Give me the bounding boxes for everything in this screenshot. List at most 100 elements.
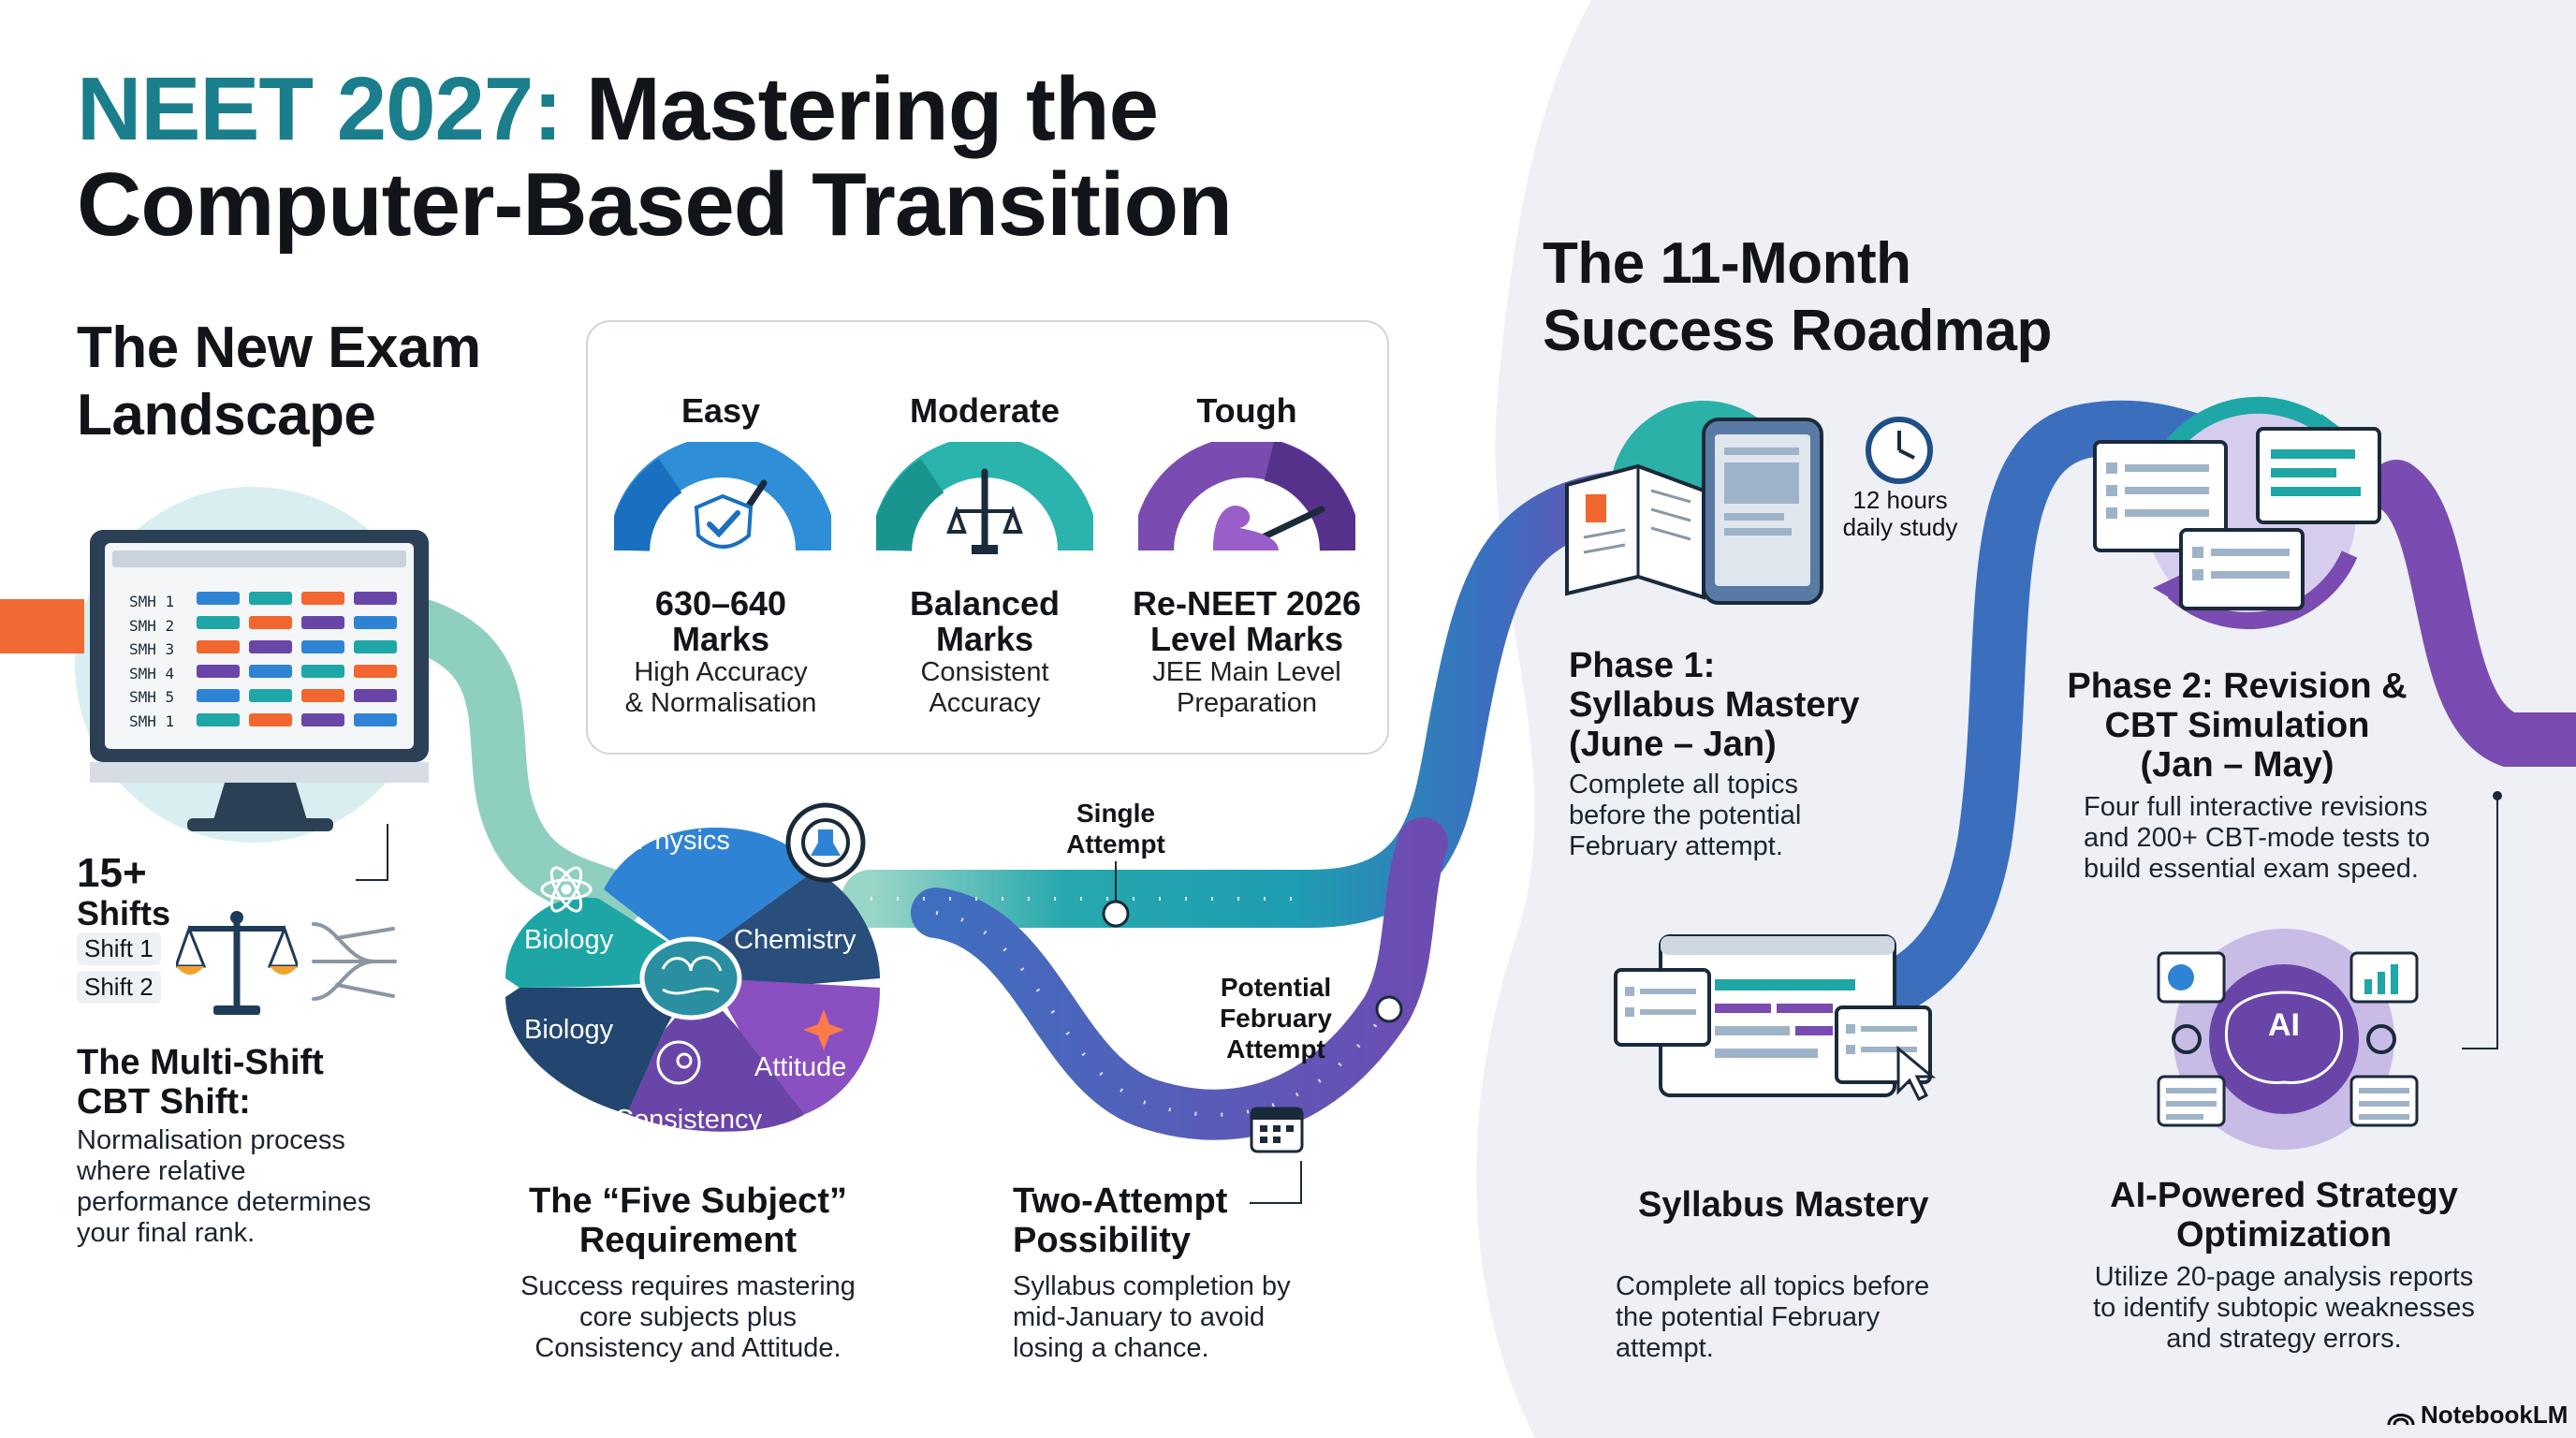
gauge-sub: Preparation — [1177, 688, 1317, 718]
petal-chemistry — [711, 871, 880, 988]
head-gear-icon — [656, 1040, 701, 1085]
ai-strategy-title-l1: AI-Powered Strategy — [2110, 1176, 2458, 1215]
notebooklm-label: NotebookLM — [2421, 1401, 2569, 1429]
phase1-title: Phase 1: Syllabus Mastery (June – Jan) — [1569, 646, 1859, 764]
multishift-body-line: performance determines — [77, 1187, 372, 1217]
phase2-body: Four full interactive revisions and 200+… — [2084, 792, 2430, 885]
schedule-slot — [301, 640, 344, 653]
schedule-slot — [249, 665, 292, 678]
petal-label-attitude: Attitude — [754, 1052, 847, 1082]
multishift-body: Normalisation process where relative per… — [77, 1125, 371, 1249]
gauge-level: Moderate — [909, 391, 1061, 430]
single-attempt-l2: Attempt — [1066, 829, 1165, 858]
two-attempt-body-line: losing a chance. — [1013, 1333, 1209, 1363]
schedule-slot — [197, 640, 240, 653]
gear-flask-icon — [785, 802, 866, 883]
shifts-label: Shifts — [77, 894, 171, 932]
schedule-slot — [354, 640, 397, 653]
monitor-row: SMH 4 — [129, 664, 175, 682]
ai-strategy-body: Utilize 20-page analysis reports to iden… — [2050, 1262, 2518, 1355]
gauge-marks: Marks — [935, 620, 1034, 658]
schedule-slot — [354, 616, 397, 629]
phase2-title-l2: CBT Simulation — [2104, 706, 2370, 745]
schedule-slot — [249, 689, 292, 702]
syllabus-mastery-body-line: Complete all topics before — [1616, 1271, 1930, 1301]
roadmap-heading-l1: The 11-Month — [1543, 231, 1911, 296]
phase2-body-line: and 200+ CBT-mode tests to — [2084, 823, 2430, 853]
schedule-slot — [197, 616, 240, 629]
shifts-block: 15+ Shifts Shift 1 Shift 2 — [77, 852, 170, 1009]
petal-physics — [604, 828, 814, 955]
shift-chip-1: Shift 1 — [77, 932, 161, 965]
schedule-slot — [354, 689, 397, 702]
potential-attempt-l1: Potential — [1220, 973, 1332, 1002]
phase1-title-l1: Phase 1: — [1569, 646, 1716, 685]
book-tablet-icon — [1565, 401, 1823, 605]
gauge-marks: Re-NEET 2026 — [1132, 584, 1362, 623]
phase2-body-line: Four full interactive revisions — [2084, 792, 2428, 822]
potential-attempt-label: Potential February Attempt — [1187, 972, 1365, 1064]
title-line2: Computer-Based Transition — [77, 154, 1233, 255]
potential-attempt-l2: February — [1220, 1004, 1332, 1033]
two-attempt-title-l1: Two-Attempt — [1013, 1181, 1228, 1221]
gauge-tough: Tough — [1144, 391, 1350, 431]
schedule-slot — [249, 640, 292, 653]
shield-icon — [694, 493, 754, 549]
gauge-sub: Consistent — [920, 657, 1049, 687]
gauge-sub: & Normalisation — [624, 688, 817, 718]
ai-strategy-body-line: and strategy errors. — [2166, 1324, 2402, 1354]
schedule-slot — [197, 713, 240, 726]
notebooklm-logo-icon — [2387, 1413, 2415, 1425]
gauge-tough-text: Re-NEET 2026 Level Marks JEE Main Level … — [1114, 586, 1380, 719]
gauge-level: Tough — [1196, 391, 1297, 430]
gauge-moderate: Moderate — [882, 391, 1088, 431]
gear-icon — [2172, 1024, 2202, 1054]
schedule-slot — [301, 689, 344, 702]
potential-attempt-l3: Attempt — [1226, 1034, 1325, 1064]
scales-icon — [176, 911, 298, 1015]
balance-icon — [946, 506, 1023, 554]
gauge-moderate-text: Balanced Marks Consistent Accuracy — [861, 586, 1108, 719]
clock-caption: 12 hours daily study — [1825, 487, 1975, 541]
schedule-slot — [249, 616, 292, 629]
revision-cycle-icon — [2093, 396, 2381, 630]
title-accent: NEET 2027: — [77, 59, 563, 159]
two-attempt-body-line: Syllabus completion by — [1013, 1271, 1291, 1301]
multishift-title: The Multi-Shift CBT Shift: — [77, 1043, 324, 1122]
multishift-body-line: Normalisation process — [77, 1125, 345, 1155]
gauge-tough-dial — [1138, 442, 1355, 552]
two-attempt-title-l2: Possibility — [1013, 1221, 1192, 1260]
landscape-heading: The New Exam Landscape — [77, 315, 481, 449]
gauge-sub: High Accuracy — [634, 657, 808, 687]
phase1-body-line: February attempt. — [1569, 831, 1783, 861]
brain-icon — [639, 936, 742, 1020]
ai-badge: AI — [2268, 1007, 2300, 1043]
roadmap-heading: The 11-Month Success Roadmap — [1543, 230, 2052, 365]
gauge-easy-text: 630–640 Marks High Accuracy & Normalisat… — [599, 586, 842, 719]
two-attempt-body: Syllabus completion by mid-January to av… — [1013, 1271, 1291, 1364]
gauge-easy-dial — [614, 442, 831, 552]
schedule-slot — [354, 592, 397, 605]
phase2-title-l1: Phase 2: Revision & — [2067, 667, 2408, 706]
calendar-icon — [1250, 1107, 1304, 1153]
ai-hub-icon — [2157, 929, 2419, 1150]
flexed-arm-icon — [1213, 506, 1279, 550]
gauge-marks: Level Marks — [1149, 620, 1344, 658]
petal-attitude — [711, 978, 880, 1114]
gauge-marks: 630–640 — [654, 584, 787, 623]
petal-label-physics: Physics — [637, 826, 730, 856]
gauge-level: Easy — [681, 391, 761, 430]
multishift-body-line: your final rank. — [77, 1218, 256, 1248]
schedule-slot — [197, 665, 240, 678]
ai-strategy-title: AI-Powered Strategy Optimization — [2050, 1176, 2518, 1255]
schedule-slot — [354, 713, 397, 726]
single-attempt-label: Single Attempt — [1030, 798, 1202, 859]
roadmap-heading-l2: Success Roadmap — [1543, 299, 2052, 363]
monitor-row: SMH 3 — [129, 640, 175, 659]
phase1-title-l2: Syllabus Mastery — [1569, 685, 1860, 725]
page-title: NEET 2027: Mastering the Computer-Based … — [77, 62, 1387, 253]
gauge-sub: JEE Main Level — [1152, 657, 1341, 687]
petal-label-consistency: Consistency — [614, 1105, 762, 1135]
five-subject-body-line: Success requires mastering — [520, 1271, 856, 1301]
two-attempt-title: Two-Attempt Possibility — [1013, 1181, 1227, 1260]
